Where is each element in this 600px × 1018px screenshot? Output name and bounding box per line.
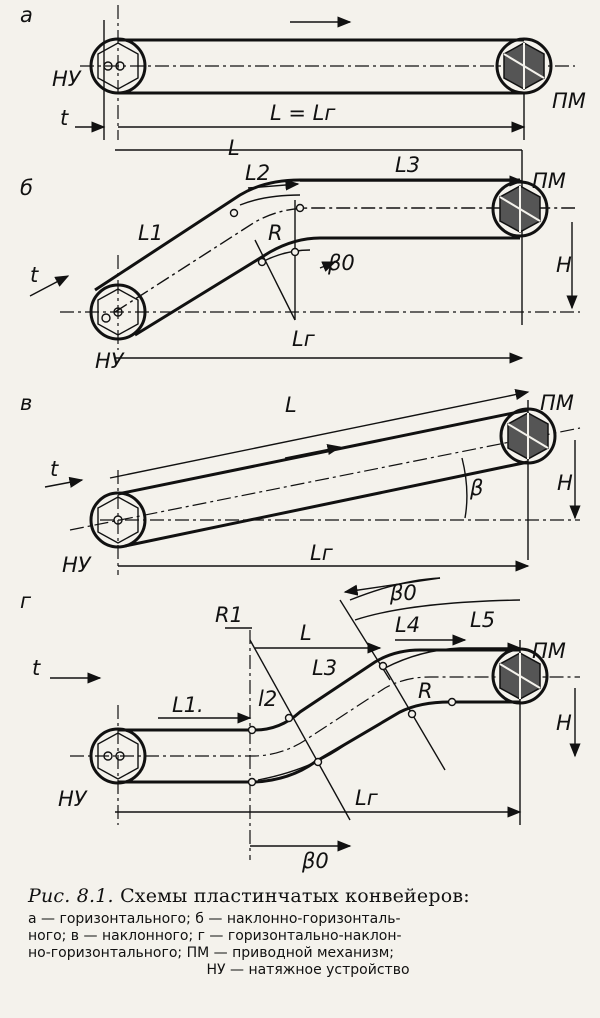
diagram-a-length-label: L = Lг [270, 101, 336, 125]
diagram-g-letter: г [20, 589, 32, 613]
diagram-v-letter: в [20, 391, 32, 415]
diagram-v-H: H [557, 471, 573, 495]
diagram-b-left-device: НУ [95, 349, 125, 373]
diagram-b-L1: L1 [138, 221, 163, 245]
diagram-b-right-device: ПМ [532, 169, 566, 193]
diagram-g-Lg: Lг [355, 786, 379, 810]
drive-mechanism-icon [499, 407, 557, 465]
diagram-g-right-device: ПМ [532, 639, 566, 663]
figure-caption: Рис. 8.1. Схемы пластинчатых конвейеров:… [28, 885, 588, 979]
diagram-g: г [20, 577, 581, 873]
caption-line-1: а — горизонтального; б — наклонно-горизо… [28, 911, 401, 927]
diagram-g-L5: L5 [470, 608, 495, 632]
diagram-b-t-label: t [30, 263, 39, 287]
caption-title-line: Рис. 8.1. Схемы пластинчатых конвейеров: [28, 885, 588, 907]
tensioner-icon [89, 491, 147, 549]
drive-mechanism-icon [491, 180, 549, 238]
diagram-g-L4: L4 [395, 613, 420, 637]
diagram-g-R: R [418, 679, 433, 703]
diagram-b-H: H [556, 253, 572, 277]
tensioner-icon [89, 37, 147, 95]
diagram-g-t-label: t [32, 656, 41, 680]
diagram-b-L: L [228, 136, 240, 160]
diagram-b: б [20, 136, 580, 373]
diagram-v-left-device: НУ [62, 553, 92, 577]
diagram-b-beta: β0 [327, 251, 355, 275]
diagram-v: в L t β НУ ПМ H Lг [20, 389, 581, 577]
diagram-g-L: L [300, 621, 312, 645]
diagram-a-letter: а [20, 3, 33, 27]
caption-title: Схемы пластинчатых конвейеров: [120, 885, 470, 907]
diagram-g-H: H [556, 711, 572, 735]
diagram-g-L3: L3 [312, 656, 337, 680]
diagram-g-beta-top: β0 [389, 581, 417, 605]
tensioner-icon [89, 727, 147, 785]
diagram-g-L1: L1. [172, 693, 204, 717]
diagram-v-right-device: ПМ [540, 391, 574, 415]
drive-mechanism-icon [495, 37, 553, 95]
diagram-a-t-label: t [60, 106, 69, 130]
caption-legend: а — горизонтального; б — наклонно-горизо… [28, 911, 588, 979]
diagram-b-L3: L3 [395, 153, 420, 177]
diagram-v-t-label: t [50, 457, 59, 481]
diagram-g-left-device: НУ [58, 787, 88, 811]
diagram-g-beta-bottom: β0 [301, 849, 329, 873]
diagram-v-Lg: Lг [310, 541, 334, 565]
diagram-g-L2: l2 [258, 687, 277, 711]
diagram-a-right-device: ПМ [552, 89, 586, 113]
diagram-a: а НУ ПМ t L = Lг [20, 3, 586, 140]
diagram-v-L: L [285, 393, 297, 417]
diagram-b-Lg: Lг [292, 327, 316, 351]
caption-line-3: но-горизонтального; ПМ — приводной механ… [28, 945, 395, 961]
conveyor-diagrams: а НУ ПМ t L = Lг б [20, 3, 586, 873]
diagram-b-L2: L2 [245, 161, 270, 185]
caption-prefix: Рис. 8.1. [28, 885, 114, 907]
diagram-v-beta: β [469, 476, 483, 500]
diagram-a-left-device: НУ [52, 67, 82, 91]
caption-line-4: НУ — натяжное устройство [206, 962, 410, 978]
caption-line-2: ного; в — наклонного; г — горизонтально-… [28, 928, 402, 944]
diagram-g-R1: R1 [215, 603, 243, 627]
diagram-b-letter: б [20, 176, 33, 200]
drive-mechanism-icon [491, 647, 549, 705]
diagram-b-R: R [268, 221, 283, 245]
tensioner-icon [89, 283, 147, 341]
